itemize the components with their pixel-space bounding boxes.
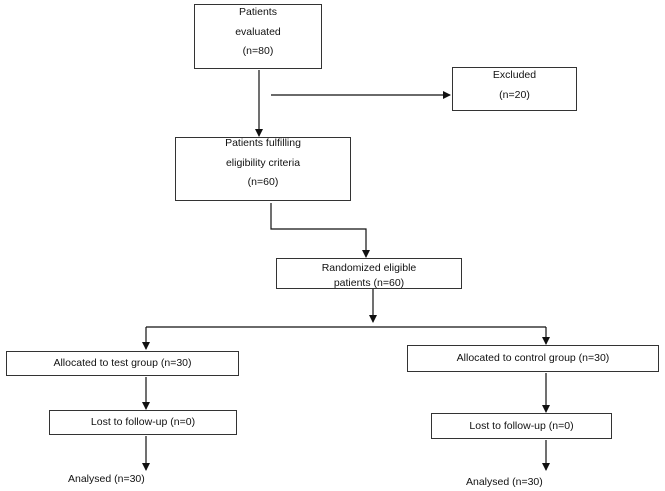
randomized-box: Randomized eligible patients (n=60) [276,258,462,289]
control-lost-label: Lost to follow-up (n=0) [469,419,574,432]
eligible-line-3: (n=60) [247,176,279,188]
eligible-box: Patients fulfilling eligibility criteria… [175,137,351,201]
test-lost-label: Lost to follow-up (n=0) [90,416,196,429]
test-analysed-label: Analysed (n=30) [68,473,145,485]
evaluated-box: Patients evaluated (n=80) [194,4,322,69]
test-allocated-box: Allocated to test group (n=30) [6,351,239,376]
eligible-line-2: eligibility criteria [225,156,301,169]
evaluated-line-1: Patients [239,6,277,18]
control-allocated-box: Allocated to control group (n=30) [407,345,659,372]
arrow-eligible-to-randomized [270,203,370,258]
eligible-line-1: Patients fulfilling [225,137,301,149]
excluded-box: Excluded (n=20) [452,67,577,111]
randomized-line-1: Randomized eligible [321,262,417,274]
excluded-line-1: Excluded [492,69,537,81]
test-allocated-label: Allocated to test group (n=30) [53,357,192,370]
excluded-line-2: (n=20) [499,88,530,101]
test-lost-box: Lost to follow-up (n=0) [49,410,237,435]
evaluated-line-2: evaluated [235,25,281,38]
control-analysed-label: Analysed (n=30) [466,476,543,488]
control-allocated-label: Allocated to control group (n=30) [456,352,610,365]
randomized-line-2: patients (n=60) [333,276,405,289]
control-lost-box: Lost to follow-up (n=0) [431,413,612,439]
evaluated-line-3: (n=80) [242,45,274,57]
